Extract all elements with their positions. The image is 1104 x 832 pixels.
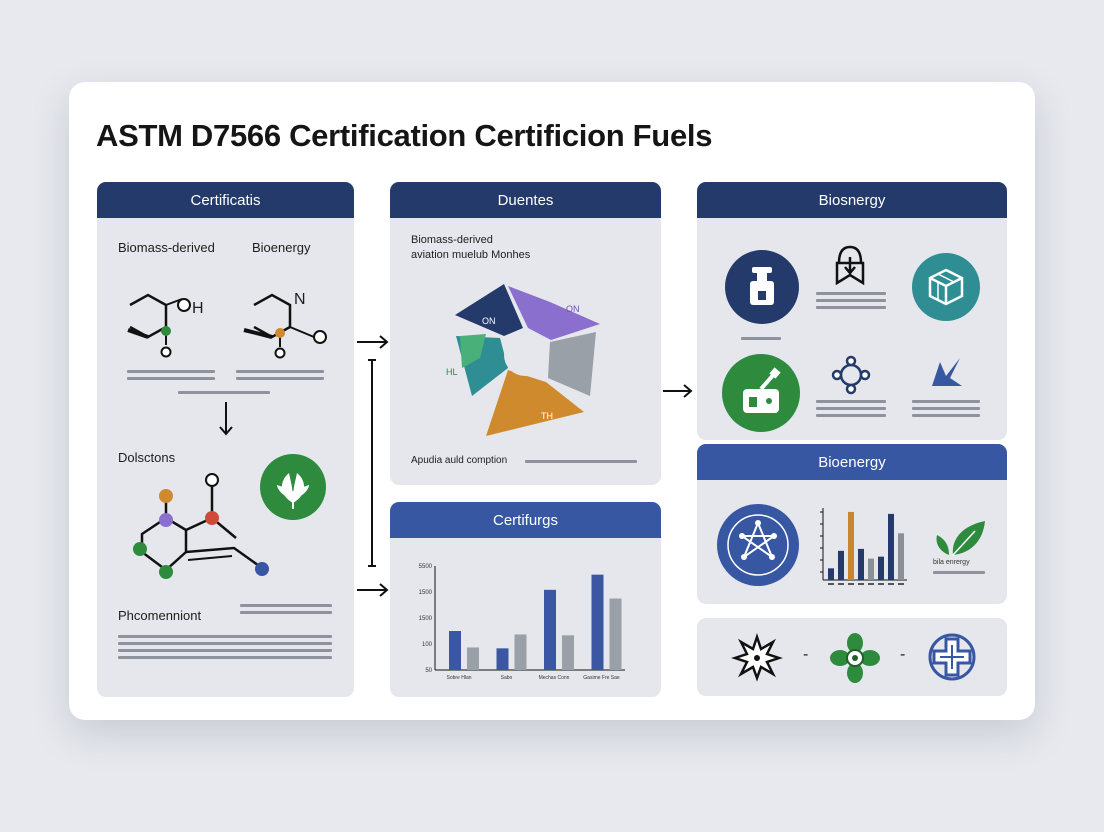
panel-header-certificates: Certificatis	[97, 182, 354, 218]
text-lines	[236, 370, 324, 384]
cube-icon	[912, 253, 980, 321]
lab-equipment-icon	[722, 354, 800, 432]
x-tick-label: Gasime Fre Sae	[583, 675, 620, 681]
label-dolsctons: Dolsctons	[118, 450, 176, 465]
subtitle-line-2: aviation muelub Monhes	[411, 249, 531, 261]
bar	[449, 631, 461, 670]
burst-icon	[731, 633, 783, 682]
slice-label: HL	[446, 367, 458, 377]
text-lines	[525, 460, 637, 467]
connector-arrow-icon	[357, 583, 389, 597]
flower-icon	[830, 633, 880, 683]
text-lines	[816, 400, 886, 421]
star-shape-icon	[932, 358, 962, 386]
ring-segment	[460, 334, 486, 368]
y-tick-label: 50	[425, 668, 432, 674]
y-tick-label: 1500	[419, 616, 433, 622]
label-biomass-derived: Biomass-derived	[118, 240, 215, 255]
star-network-icon	[717, 504, 799, 586]
slice-label: ON	[566, 304, 580, 314]
arrow-down-icon	[219, 402, 233, 436]
bar	[878, 556, 884, 580]
text-lines	[118, 635, 332, 663]
x-tick-label	[878, 583, 884, 585]
connector-bracket-icon	[368, 359, 376, 567]
ring-segment	[548, 332, 596, 396]
ring-segment	[486, 370, 584, 436]
x-tick-label	[828, 583, 834, 585]
lab-bottle-icon	[725, 250, 799, 324]
subtitle-line-1: Biomass-derived	[411, 234, 493, 246]
x-tick-label	[898, 583, 904, 585]
caption: bila enrergy	[933, 559, 970, 566]
atom-label-n: N	[294, 291, 306, 308]
panel-duentes: Duentes	[390, 182, 661, 485]
bar	[858, 548, 864, 580]
connector-arrow-icon	[357, 335, 389, 349]
y-tick-label: 1500	[419, 590, 433, 596]
label-phcomenniont: Phcomenniont	[118, 608, 202, 623]
molecule-icon	[127, 293, 191, 358]
bar	[898, 533, 904, 580]
panel-header-biosnergy: Biosnergy	[697, 182, 1007, 218]
network-icon	[831, 355, 871, 395]
panel-header-certifurgs: Certifurgs	[390, 502, 661, 538]
bar-chart	[820, 508, 907, 585]
leaf-icon	[260, 454, 326, 520]
x-tick-label: Sabo	[501, 675, 513, 681]
atom-label-h: H	[192, 300, 204, 317]
bar	[888, 513, 894, 580]
separator: -	[900, 646, 906, 663]
bar	[591, 574, 604, 670]
ring-segment	[455, 284, 523, 336]
bar	[838, 550, 844, 580]
bar	[544, 589, 556, 670]
bar	[514, 634, 527, 670]
separator: -	[803, 646, 809, 663]
bar	[467, 647, 479, 670]
segmented-ring-chart	[455, 284, 600, 436]
text-lines	[127, 370, 215, 384]
leaf-icon	[936, 521, 985, 556]
bar	[609, 598, 622, 670]
x-tick-label	[868, 583, 874, 585]
text-lines	[240, 604, 332, 618]
x-tick-label: Sobre Hlan	[446, 675, 471, 681]
bar	[496, 648, 509, 670]
y-tick-label: 100	[422, 642, 433, 648]
text-lines	[741, 337, 781, 344]
text-lines	[912, 400, 980, 421]
x-tick-label	[888, 583, 894, 585]
shield-bookmark-icon	[835, 245, 865, 286]
label-bioenergy: Bioenergy	[252, 240, 311, 255]
x-tick-label	[858, 583, 864, 585]
x-tick-label: Mechas Conn	[539, 675, 570, 681]
text-lines	[816, 292, 886, 313]
ring-segment	[508, 286, 600, 340]
slice-label: TH	[541, 411, 553, 421]
panel-header-bioenergy: Bioenergy	[697, 444, 1007, 480]
page-title: ASTM D7566 Certification Certificion Fue…	[96, 118, 713, 153]
slice-label: ON	[482, 316, 496, 326]
cross-icon	[928, 633, 976, 681]
caption: Apudia auld comption	[411, 455, 508, 466]
text-lines	[933, 571, 985, 578]
x-tick-label	[838, 583, 844, 585]
bar	[868, 558, 874, 580]
molecule-icon	[133, 473, 269, 579]
x-tick-label	[848, 583, 854, 585]
bar	[562, 635, 574, 670]
panel-header-duentes: Duentes	[390, 182, 661, 218]
molecule-icon	[243, 293, 327, 359]
bar	[848, 511, 854, 580]
y-tick-label: 5500	[419, 564, 433, 570]
text-lines	[178, 391, 270, 398]
connector-arrow-icon	[663, 384, 693, 398]
bar	[828, 568, 834, 580]
